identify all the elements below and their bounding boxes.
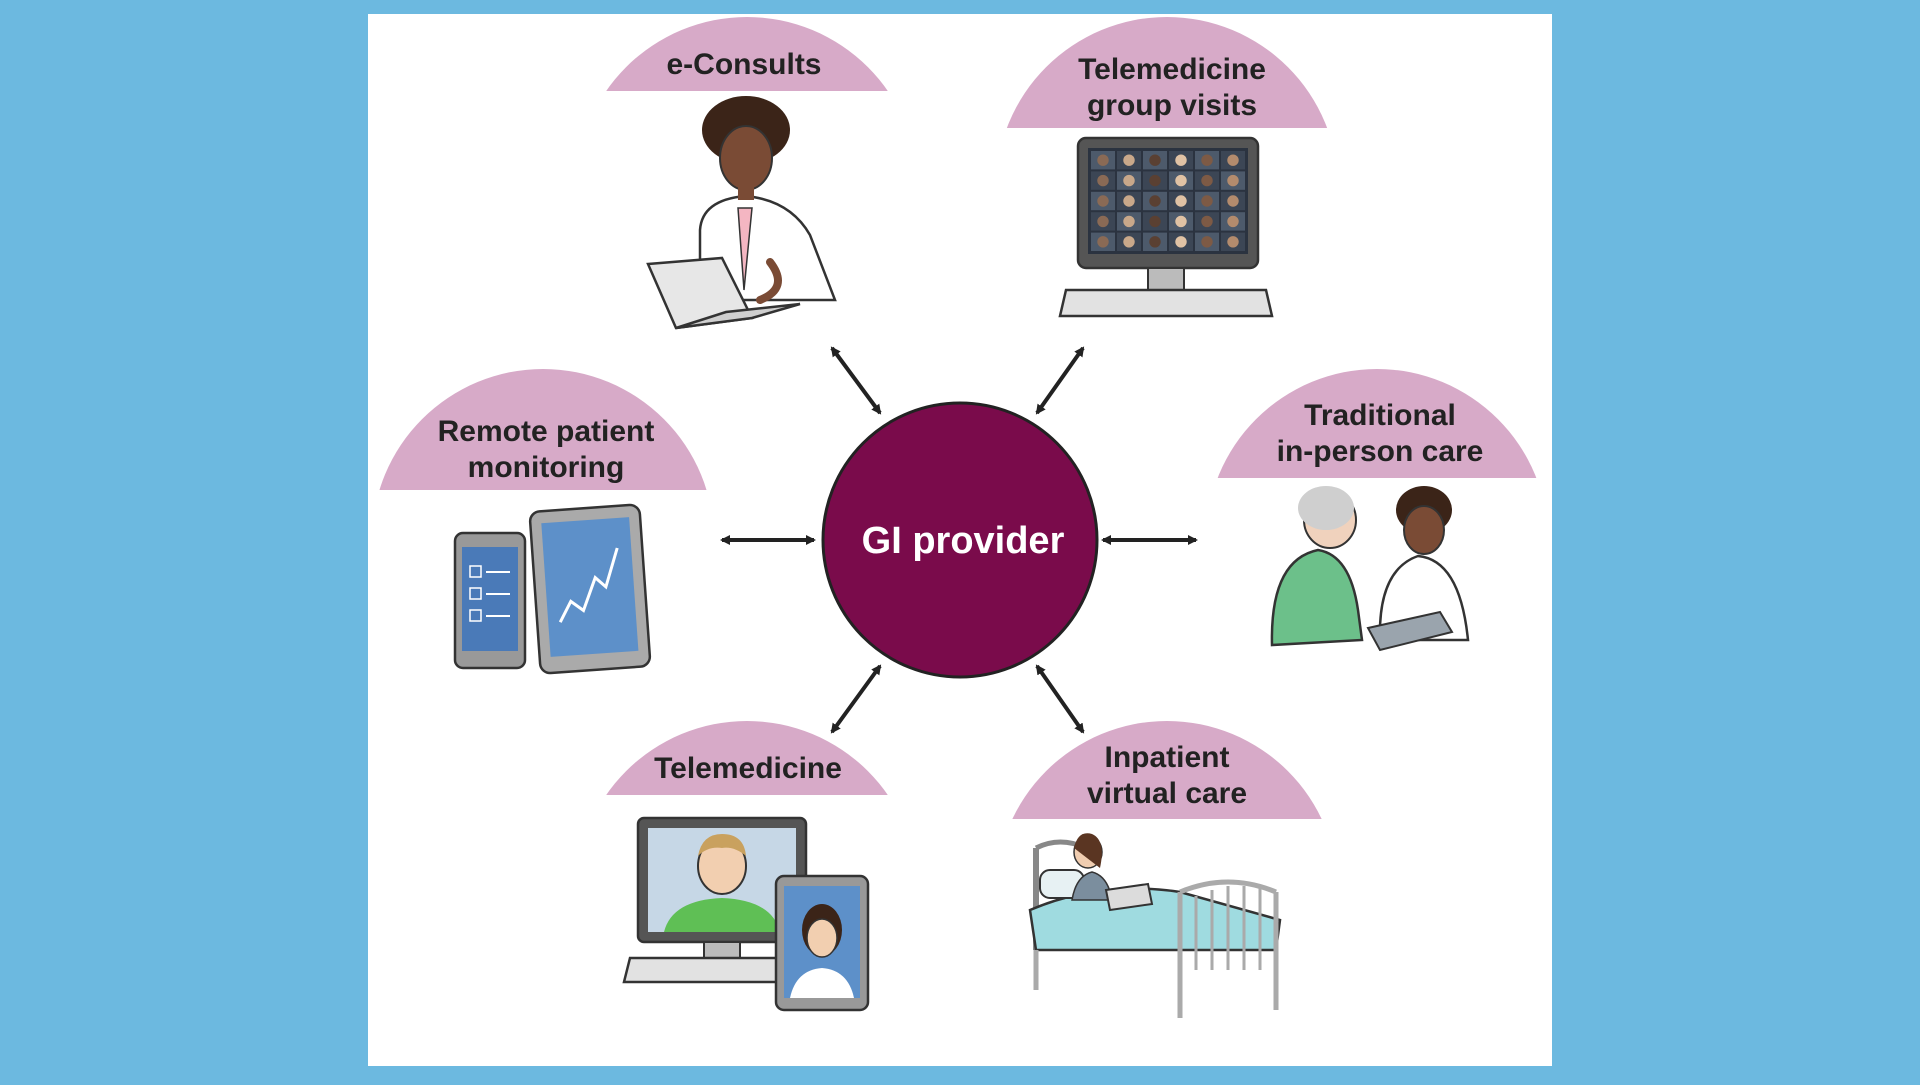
video-tile-face <box>1175 195 1187 207</box>
video-tile-face <box>1201 215 1213 228</box>
node-label-line-2: monitoring <box>468 451 625 484</box>
video-tile-face <box>1175 215 1187 228</box>
hub-circle <box>821 401 1099 679</box>
doctor-laptop-icon <box>646 96 837 330</box>
hub-label: GI provider <box>862 520 1065 562</box>
video-tile-face <box>1123 215 1135 228</box>
video-tile-face <box>1227 174 1239 187</box>
video-tile-face <box>1097 154 1109 166</box>
arrow-e-consults <box>830 346 882 415</box>
node-label-line-1: Telemedicine <box>1078 53 1266 86</box>
video-tile-face <box>1097 236 1109 248</box>
phone-tablet-chart-icon <box>453 503 652 675</box>
video-tile-face <box>1227 215 1239 228</box>
video-tile-face <box>1123 195 1135 207</box>
node-label-line-2: group visits <box>1087 89 1257 122</box>
monitor-tablet-video-icon <box>622 816 870 1012</box>
node-label-line-1: Remote patient <box>438 415 655 448</box>
video-tile-face <box>1149 195 1161 207</box>
video-tile-face <box>1201 154 1213 166</box>
video-tile-face <box>1175 154 1187 166</box>
video-tile-face <box>1123 154 1135 166</box>
video-tile-face <box>1227 195 1239 207</box>
video-tile-face <box>1097 174 1109 187</box>
video-tile-face <box>1227 236 1239 248</box>
node-label-line-2: virtual care <box>1087 777 1247 810</box>
connector-arrows <box>720 346 1198 734</box>
video-tile-face <box>1149 215 1161 228</box>
doctor-patient-icon <box>1270 486 1470 652</box>
node-remote-patient-monitoring: Remote patient monitoring <box>372 369 714 711</box>
node-label-line-1: Traditional <box>1304 399 1456 432</box>
node-label-line-2: in-person care <box>1277 435 1484 468</box>
arrow-telemedicine <box>830 664 882 734</box>
video-tile-face <box>1201 195 1213 207</box>
video-grid <box>1091 151 1245 251</box>
hub-node: GI provider <box>821 401 1099 679</box>
video-tile-face <box>1149 236 1161 248</box>
video-tile-face <box>1123 236 1135 248</box>
video-tile-face <box>1097 215 1109 228</box>
arrow-inpatient-virtual-care <box>1035 664 1085 734</box>
video-tile-face <box>1175 174 1187 187</box>
video-tile-face <box>1149 154 1161 166</box>
hospital-bed-laptop-icon <box>1028 833 1282 1018</box>
arrow-telemedicine-group-visits <box>1035 346 1085 415</box>
video-tile-face <box>1123 174 1135 187</box>
node-label-line-1: e-Consults <box>666 48 821 81</box>
video-tile-face <box>1201 174 1213 187</box>
video-tile-face <box>1227 154 1239 166</box>
video-tile-face <box>1175 236 1187 248</box>
video-grid-monitor-icon <box>1058 136 1274 318</box>
video-tile-face <box>1097 195 1109 207</box>
node-label-line-1: Telemedicine <box>654 752 842 785</box>
node-traditional-in-person-care: Traditional in-person care <box>1206 369 1548 711</box>
video-tile-face <box>1149 174 1161 187</box>
video-tile-face <box>1201 236 1213 248</box>
node-label-line-1: Inpatient <box>1105 741 1230 774</box>
